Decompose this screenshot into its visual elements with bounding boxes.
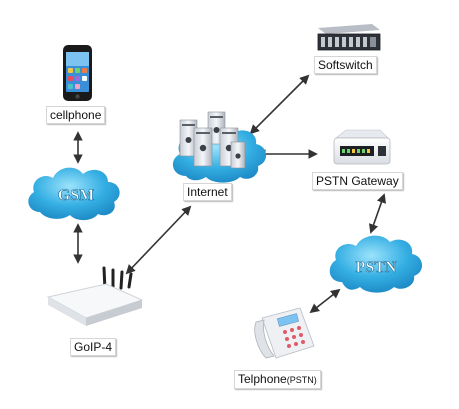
connections [73, 74, 386, 314]
server-tower-icon [179, 111, 246, 169]
internet-label: Internet [183, 183, 232, 201]
gsm-cloud-label: GSM [58, 187, 94, 204]
telephone-label-main: Telphone [238, 372, 287, 386]
goip-router-icon [46, 266, 144, 326]
pstn-gateway-label: PSTN Gateway [312, 172, 403, 190]
telephone-label: Telphone(PSTN) [234, 370, 321, 389]
pstn-cloud: PSTN [329, 235, 423, 293]
link-goip-internet [125, 205, 192, 275]
gateway-device-icon [333, 129, 391, 165]
link-internet-softswitch [249, 74, 310, 135]
smartphone-icon [63, 45, 92, 101]
goip-label: GoIP-4 [70, 338, 117, 356]
link-pstn-telephone [309, 288, 341, 314]
gsm-cloud: GSM [28, 167, 120, 221]
rack-server-icon [317, 24, 381, 51]
softswitch-label: Softswitch [314, 56, 377, 74]
pstn-cloud-label: PSTN [356, 259, 397, 276]
link-gateway-pstn [369, 193, 386, 234]
desk-phone-icon [254, 307, 315, 359]
telephone-label-suffix: (PSTN) [286, 375, 317, 385]
cellphone-label: cellphone [46, 106, 106, 124]
